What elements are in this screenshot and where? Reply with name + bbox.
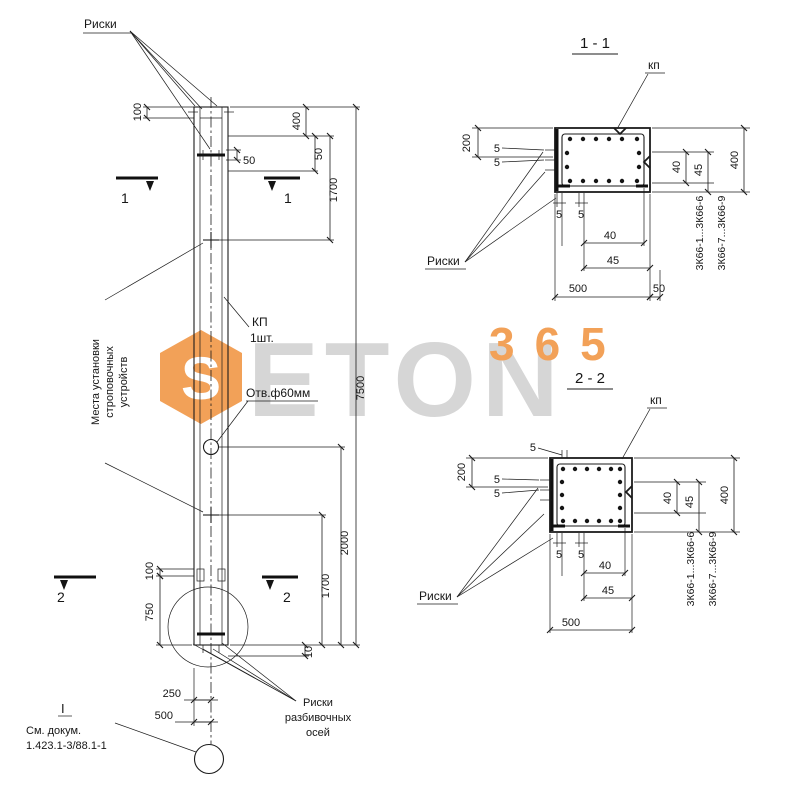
section2-dimensions	[466, 447, 740, 634]
column-elevation-view: 1 1 2 2	[26, 17, 367, 775]
dim-10: 10	[303, 646, 315, 658]
dim-250: 250	[163, 688, 181, 700]
section2-riski-leaders	[417, 487, 554, 605]
leader-lines	[58, 30, 318, 753]
column-outline	[167, 97, 249, 775]
s2-dim-5-top: 5	[530, 442, 536, 454]
section-mark-2-right: 2	[283, 589, 291, 605]
s2-dim-500: 500	[562, 617, 580, 629]
dim-400: 400	[291, 112, 303, 130]
s1-dim-40-right: 40	[671, 161, 683, 173]
section1-body	[545, 127, 651, 271]
dim-100-bottom: 100	[144, 562, 156, 580]
section2-title: 2 - 2	[575, 370, 605, 387]
section-mark-2-left: 2	[57, 589, 65, 605]
s2-dim-45-bottom: 45	[602, 585, 614, 597]
dim-500: 500	[155, 710, 173, 722]
section1-riski-leaders	[425, 151, 557, 270]
s1-dim-200: 200	[461, 134, 473, 152]
hole-label: Отв.ф60мм	[246, 386, 310, 400]
s1-dim-5-left2: 5	[494, 157, 500, 169]
section2-kp-label: кп	[650, 393, 662, 407]
riski-top-label: Риски	[84, 17, 117, 31]
section1-dimensions	[472, 124, 750, 301]
section-cut-marks	[54, 176, 300, 590]
dim-1700-upper: 1700	[328, 178, 340, 202]
brand-number: 365	[489, 318, 626, 370]
section1-kp-label: кп	[648, 58, 660, 72]
lifting-point-mark-upper	[203, 232, 219, 248]
section-view-2-2: 2 - 2 кп	[417, 370, 740, 634]
s2-dim-5-left2: 5	[494, 488, 500, 500]
s2-dim-5-left1: 5	[494, 474, 500, 486]
brand-wordmark: ETON	[248, 321, 565, 439]
axis-bubble	[193, 743, 225, 775]
s1-dim-5-bottom2: 5	[578, 209, 584, 221]
doc-ref-line2: 1.423.1-3/88.1-1	[26, 740, 107, 752]
watermark: S ETON 365	[160, 318, 626, 439]
s1-dim-500: 500	[569, 283, 587, 295]
brand-hexagon-logo	[160, 330, 242, 424]
section-mark-1-left: 1	[121, 190, 129, 206]
s1-dim-5-bottom1: 5	[556, 209, 562, 221]
s2-dim-5-bottom1: 5	[556, 549, 562, 561]
strop-label-line1: Места установки	[90, 339, 102, 425]
dim-50-bar: 50	[243, 155, 255, 167]
dim-1700-lower: 1700	[320, 574, 332, 598]
section1-riski-label: Риски	[427, 254, 460, 268]
s2-tag-3k66-7-9: 3К66-7...3К66-9	[707, 531, 719, 606]
strop-label-line3: устройств	[118, 357, 130, 408]
hole-circle	[202, 438, 220, 456]
axis-riski-line3: осей	[306, 727, 330, 739]
s2-dim-40-right: 40	[662, 492, 674, 504]
s1-tag-3k66-1-6: 3К66-1...3К66-6	[694, 195, 706, 270]
s1-dim-50: 50	[653, 283, 665, 295]
dim-50-chain: 50	[313, 148, 325, 160]
kp-qty-label: 1шт.	[250, 331, 274, 345]
strop-label-line2: строповочных	[104, 346, 116, 418]
s1-dim-5-left1: 5	[494, 143, 500, 155]
dimension-lines	[143, 103, 360, 726]
dim-7500: 7500	[355, 376, 367, 400]
s1-dim-45-bottom: 45	[607, 255, 619, 267]
dim-2000: 2000	[339, 531, 351, 555]
s2-tag-3k66-1-6: 3К66-1...3К66-6	[685, 531, 697, 606]
section-view-1-1: 1 - 1 кп	[425, 35, 750, 301]
s1-dim-45-right: 45	[693, 164, 705, 176]
axis-riski-line2: разбивочных	[285, 712, 352, 724]
dim-750: 750	[144, 603, 156, 621]
s1-dim-400: 400	[729, 151, 741, 169]
view-mark-i: I	[61, 701, 65, 716]
s2-dim-5-bottom2: 5	[578, 549, 584, 561]
s2-dim-40-bottom: 40	[599, 560, 611, 572]
doc-ref-line1: См. докум.	[26, 725, 81, 737]
detail-callout-circle	[167, 586, 249, 668]
s2-dim-45-right: 45	[684, 496, 696, 508]
s2-dim-400: 400	[719, 486, 731, 504]
section1-title: 1 - 1	[580, 35, 610, 52]
section-mark-1-right: 1	[284, 190, 292, 206]
kp-label: КП	[252, 315, 268, 329]
s1-tag-3k66-7-9: 3К66-7...3К66-9	[716, 195, 728, 270]
section2-riski-label: Риски	[419, 589, 452, 603]
dim-100-top: 100	[132, 103, 144, 121]
s1-dim-40-bottom: 40	[604, 230, 616, 242]
lifting-point-mark-lower	[203, 507, 219, 523]
s2-dim-200: 200	[456, 463, 468, 481]
brand-logo-letter: S	[181, 345, 221, 412]
section2-body	[540, 450, 633, 601]
axis-riski-line1: Риски	[303, 697, 333, 709]
